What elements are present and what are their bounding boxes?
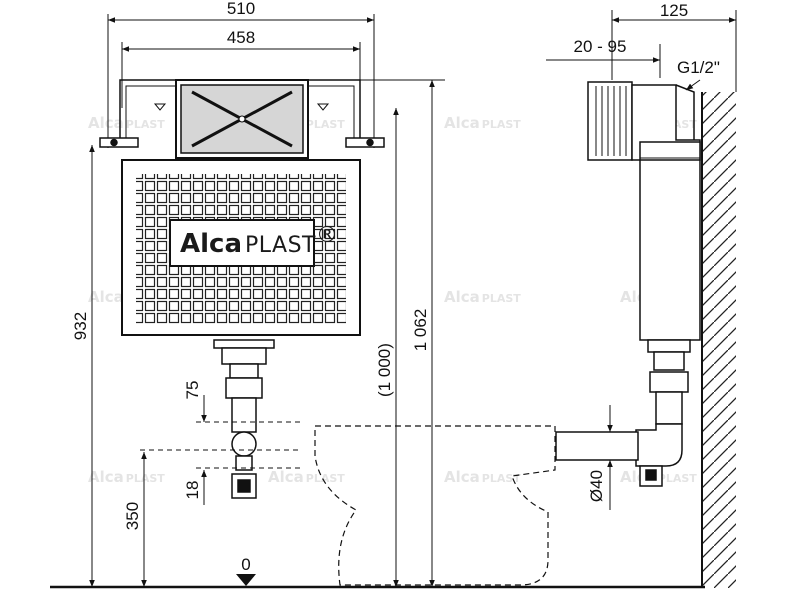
dim-depth-range: 20 - 95 (574, 37, 627, 56)
dim-outlet-diameter: Ø40 (587, 470, 606, 502)
dim-inlet-thread: G1/2" (677, 58, 720, 77)
drain-pipe-side (555, 339, 691, 487)
service-opening (175, 79, 309, 159)
dim-width-outer: 510 (227, 0, 255, 18)
dim-alt-height: (1 000) (375, 343, 394, 397)
wall-section (701, 92, 736, 588)
side-dimensions (546, 10, 737, 510)
svg-text:0: 0 (241, 555, 250, 574)
dim-total-height: 1 062 (411, 309, 430, 352)
cistern-tank (121, 159, 361, 336)
drain-pipe-front (213, 339, 275, 499)
total-height-dimensions (354, 79, 445, 587)
dim-frame-height: 932 (71, 312, 90, 340)
floor-level-marker: 0 (236, 555, 256, 586)
toilet-bowl-outline (314, 425, 556, 586)
dim-drain-offset: 75 (183, 381, 202, 400)
dim-depth: 125 (660, 1, 688, 20)
dim-width-inner: 458 (227, 28, 255, 47)
left-dimensions (89, 145, 300, 587)
cistern-side (587, 81, 701, 341)
dim-bowl-height: 350 (123, 502, 142, 530)
dim-drain-diameter-offset: 18 (183, 481, 202, 500)
